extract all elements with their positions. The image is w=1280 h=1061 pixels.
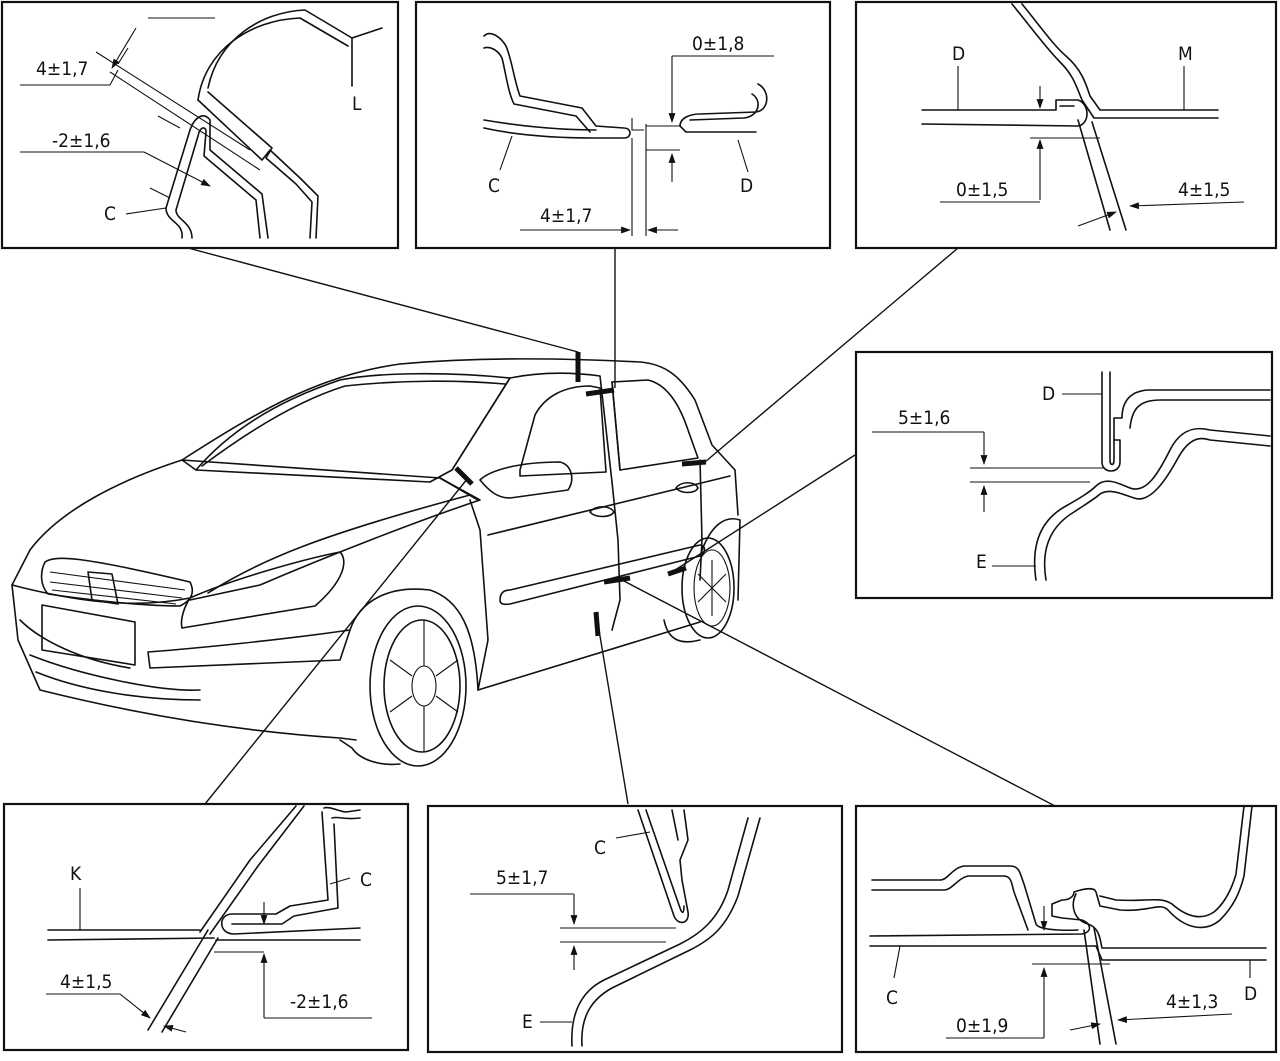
dim-label: 5±1,6 (898, 407, 950, 429)
part-label: C (360, 869, 372, 891)
part-label: E (976, 551, 987, 573)
panel-bottom-left: K C 4±1,5 -2±1,6 (2, 802, 410, 1052)
leader-lines (187, 247, 1056, 807)
dim-label: 0±1,5 (956, 179, 1008, 201)
leader-top-right (704, 247, 959, 463)
panel-top-left: 4±1,7 -2±1,6 C L (0, 0, 400, 250)
leader-bottom-center (595, 611, 629, 805)
part-label: D (952, 43, 965, 65)
dim-label: 4±1,5 (1178, 179, 1230, 201)
leader-top-left (187, 247, 579, 353)
dim-label: 4±1,5 (60, 971, 112, 993)
part-label: K (70, 863, 82, 885)
panel-top-right: D M 0±1,5 4±1,5 (854, 0, 1278, 250)
part-label: C (104, 203, 116, 225)
panel-bottom-center: 5±1,7 C E (426, 804, 844, 1054)
dim-label: -2±1,6 (290, 991, 349, 1013)
panel-bottom-right: C D 4±1,3 0±1,9 (854, 804, 1278, 1054)
part-label: M (1178, 43, 1193, 65)
part-label: D (1244, 983, 1257, 1005)
dim-label: 4±1,3 (1166, 991, 1218, 1013)
gap-locator-marks (454, 352, 707, 637)
part-label: C (594, 837, 606, 859)
part-label: L (352, 93, 362, 115)
panel-top-center: 0±1,8 4±1,7 C D (414, 0, 832, 250)
dim-label: 4±1,7 (540, 205, 592, 227)
part-label: D (1042, 383, 1055, 405)
dim-label: 5±1,7 (496, 867, 548, 889)
dim-label: 0±1,9 (956, 1015, 1008, 1037)
part-label: E (522, 1011, 533, 1033)
leader-bottom-right (621, 579, 1056, 807)
part-label: D (740, 175, 753, 197)
part-label: C (886, 987, 898, 1009)
leader-middle-right (671, 454, 856, 573)
panel-middle-right: 5±1,6 D E (854, 350, 1274, 600)
car-illustration (11, 358, 741, 767)
part-label: C (488, 175, 500, 197)
dim-label: 0±1,8 (692, 33, 744, 55)
dim-label: -2±1,6 (52, 130, 111, 152)
leader-bottom-left (204, 477, 469, 805)
dim-label: 4±1,7 (36, 58, 88, 80)
